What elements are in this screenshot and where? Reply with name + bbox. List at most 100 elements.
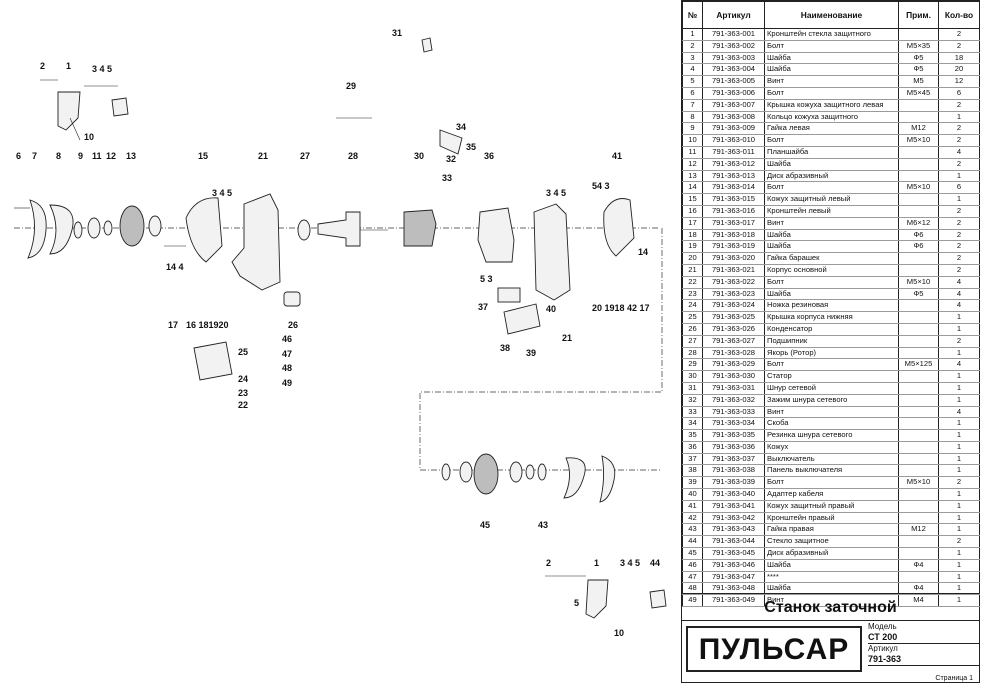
row-name: Винт [764,217,899,230]
row-note: M6×12 [898,217,939,230]
callout-47: 47 [282,349,292,359]
callout-30: 30 [414,151,424,161]
row-qty: 1 [938,394,980,407]
row-article: 791-363-036 [702,441,765,454]
row-number: 35 [682,429,703,442]
row-note: M5×125 [898,358,939,372]
row-qty: 1 [938,571,980,584]
row-number: 6 [682,87,703,100]
row-note [898,488,939,501]
row-name: Гайка барашек [764,252,899,265]
row-article: 791-363-028 [702,347,765,360]
part-8-ring [49,204,74,255]
row-article: 791-363-023 [702,288,765,301]
row-note [898,311,939,324]
row-article: 791-363-002 [702,40,765,53]
row-article: 791-363-037 [702,453,765,466]
row-article: 791-363-011 [702,146,765,159]
row-note [898,264,939,277]
row-article: 791-363-046 [702,559,765,572]
row-note [898,535,939,549]
row-number: 33 [682,406,703,419]
row-number: 28 [682,347,703,360]
row-note: M12 [898,523,939,537]
row-article: 791-363-033 [702,406,765,419]
row-qty: 1 [938,347,980,360]
row-qty: 20 [938,63,980,77]
row-number: 26 [682,323,703,336]
part-34-clip [439,129,463,155]
row-name: Шайба [764,240,899,254]
row-number: 41 [682,500,703,513]
row-name: Гайка правая [764,523,899,537]
callout-2-bottom: 2 [546,558,551,568]
header-qty: Кол-во [938,1,980,29]
row-article: 791-363-016 [702,205,765,218]
callout-22: 22 [238,400,248,410]
row-name: Адаптер кабеля [764,488,899,501]
row-number: 42 [682,512,703,525]
callout-35: 35 [466,142,476,152]
callout-2: 2 [40,61,45,71]
callout-21-right: 21 [562,333,572,343]
row-number: 27 [682,335,703,348]
row-number: 19 [682,240,703,254]
part-31-cord [421,37,433,53]
row-note [898,111,939,124]
row-note [898,193,939,206]
row-note [898,382,939,395]
part-30-stator [403,209,437,247]
row-name: Болт [764,40,899,53]
part-21-housing-left [231,193,281,291]
part-12-washer [103,220,113,236]
row-article: 791-363-019 [702,240,765,254]
row-article: 791-363-001 [702,28,765,41]
row-name: Кольцо кожуха защитного [764,111,899,124]
exploded-view-svg: 1 2 3 4 5 10 6 7 8 9 11 12 13 15 21 27 2… [14,28,667,638]
row-article: 791-363-030 [702,370,765,383]
row-name: Стекло защитное [764,535,899,549]
row-note [898,146,939,159]
right-ring [563,457,586,499]
callout-17: 17 [168,320,178,330]
part-1-bracket [57,91,81,131]
row-note: Ф6 [898,229,939,242]
row-qty: 4 [938,146,980,159]
part-15-guard [185,197,223,263]
brand-logo: ПУЛЬСАР [686,626,862,672]
row-note [898,394,939,407]
callout-48: 48 [282,363,292,373]
callout-28: 28 [348,151,358,161]
row-note [898,347,939,360]
row-name: Шайба [764,63,899,77]
row-note: M5×10 [898,181,939,195]
row-number: 15 [682,193,703,206]
row-number: 40 [682,488,703,501]
callout-144: 14 4 [166,262,184,272]
callout-36: 36 [484,151,494,161]
callout-11: 11 [92,151,102,161]
row-name: Болт [764,358,899,372]
callout-23: 23 [238,388,248,398]
row-name: Диск абразивный [764,547,899,560]
row-article: 791-363-003 [702,52,765,65]
row-name: Винт [764,75,899,88]
part-25-bottom-plate [193,341,233,381]
row-note: M5×45 [898,87,939,100]
row-note: M12 [898,122,939,136]
row-name: Диск абразивный [764,170,899,183]
row-note [898,299,939,313]
row-number: 13 [682,170,703,183]
